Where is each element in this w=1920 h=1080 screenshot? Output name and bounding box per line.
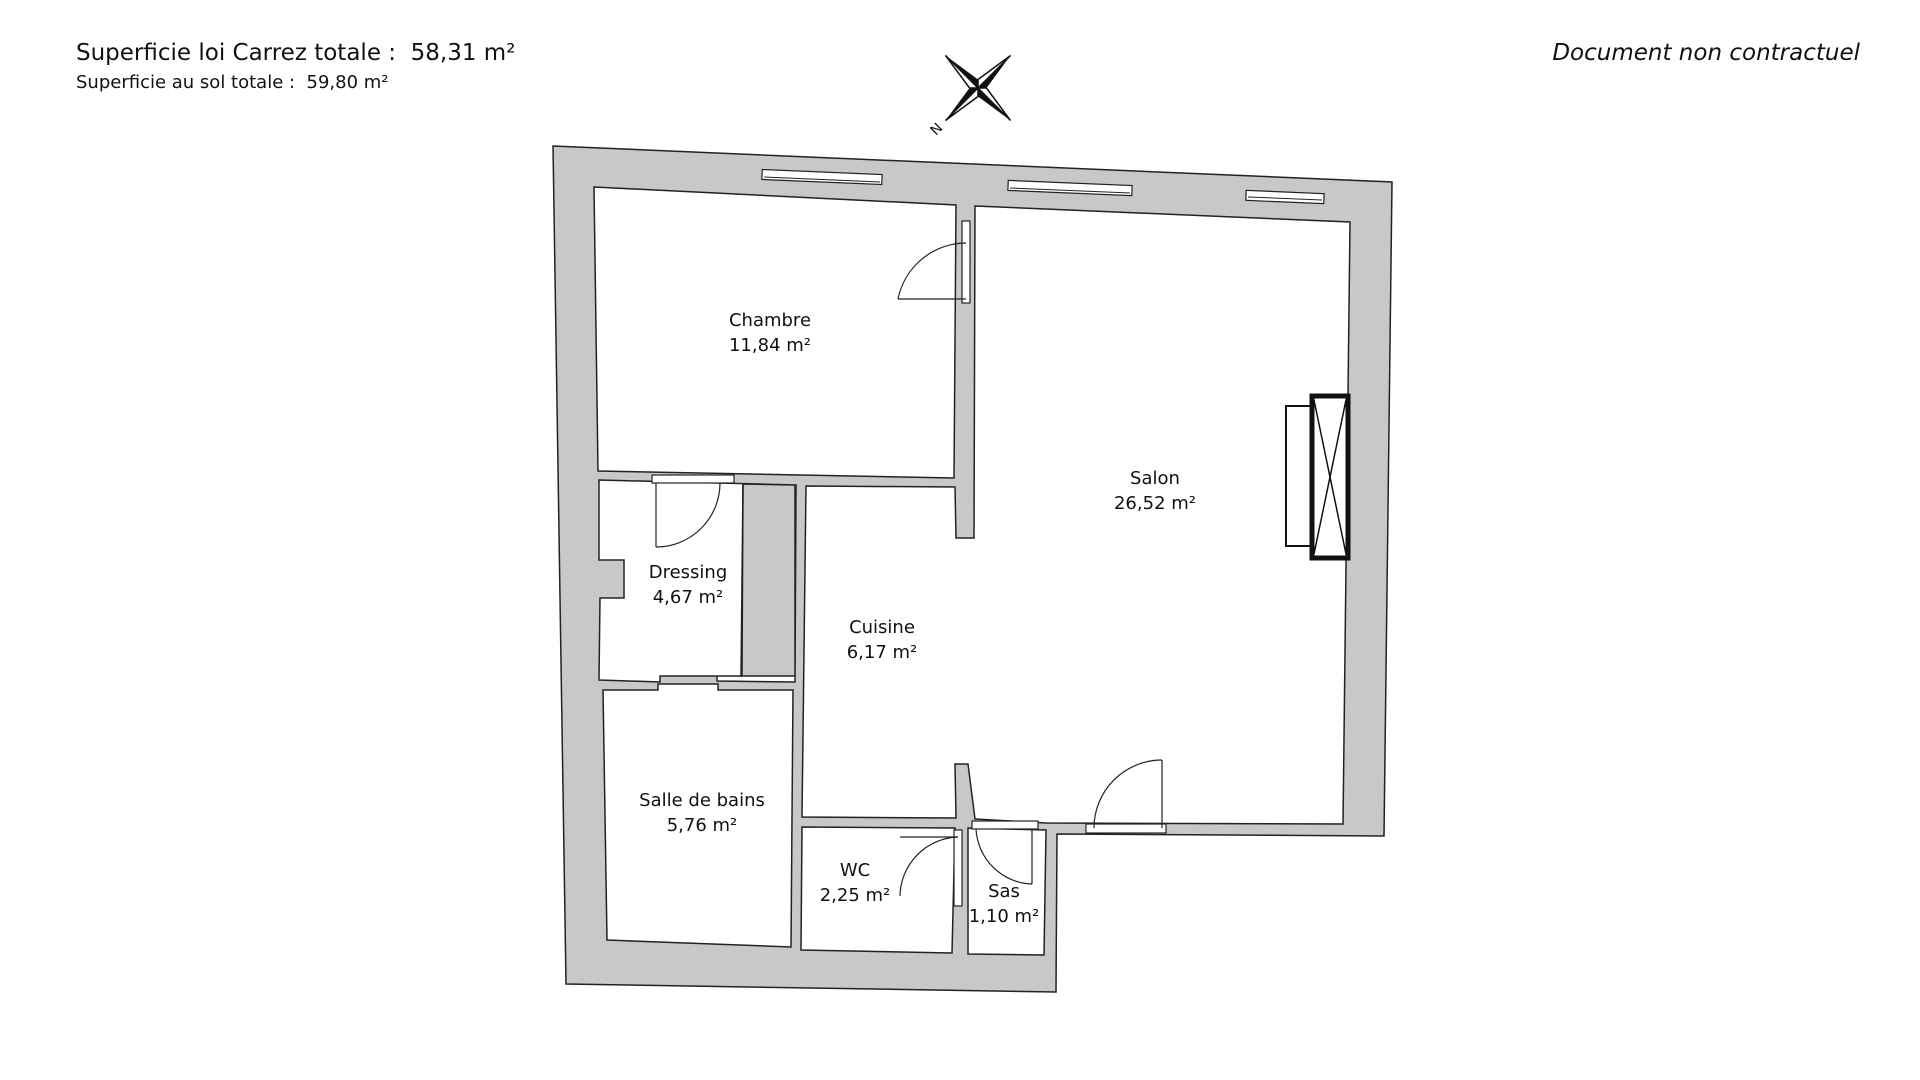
carrez-area-total: Superficie loi Carrez totale : 58,31 m² xyxy=(76,40,515,66)
floor-label: Superficie au sol totale : xyxy=(76,72,296,93)
door-dressing xyxy=(651,474,735,548)
room-area-sas: 1,10 m² xyxy=(969,906,1040,927)
door-entrance xyxy=(1085,759,1167,834)
room-labels: Chambre 11,84 m² Salon 26,52 m² Dressing 4,67… xyxy=(639,310,1196,927)
window-top-3 xyxy=(1245,189,1325,205)
room-area-dressing: 4,67 m² xyxy=(653,587,724,608)
carrez-label: Superficie loi Carrez totale : xyxy=(76,40,397,66)
room-salle-de-bains xyxy=(602,683,794,948)
room-area-wc: 2,25 m² xyxy=(820,885,891,906)
window-top-1 xyxy=(761,168,883,186)
room-name-salle-de-bains: Salle de bains xyxy=(639,790,765,811)
floor-area-total: Superficie au sol totale : 59,80 m² xyxy=(76,72,389,93)
disclaimer-text: Document non contractuel xyxy=(1552,40,1860,66)
compass-rose-icon xyxy=(944,54,1012,122)
room-name-cuisine: Cuisine xyxy=(849,617,915,638)
room-name-dressing: Dressing xyxy=(649,562,728,583)
door-sas xyxy=(971,820,1039,885)
room-wc xyxy=(800,826,956,954)
room-name-sas: Sas xyxy=(988,881,1020,902)
room-area-salle-de-bains: 5,76 m² xyxy=(667,815,738,836)
room-area-salon: 26,52 m² xyxy=(1114,493,1196,514)
door-wc xyxy=(899,829,963,907)
room-name-chambre: Chambre xyxy=(729,310,811,331)
room-name-wc: WC xyxy=(840,860,870,881)
room-salon-cuisine xyxy=(801,205,1351,825)
window-top-2 xyxy=(1007,179,1133,197)
room-name-salon: Salon xyxy=(1130,468,1180,489)
room-dressing xyxy=(598,479,797,683)
compass-north-label: N xyxy=(928,120,947,139)
floor-value: 59,80 m² xyxy=(306,72,389,93)
carrez-value: 58,31 m² xyxy=(410,40,516,66)
fireplace-icon xyxy=(1285,393,1351,561)
door-chambre xyxy=(897,220,971,304)
room-chambre xyxy=(593,186,957,479)
room-area-cuisine: 6,17 m² xyxy=(847,642,918,663)
room-area-chambre: 11,84 m² xyxy=(729,335,811,356)
dressing-shelf-line xyxy=(740,484,744,678)
